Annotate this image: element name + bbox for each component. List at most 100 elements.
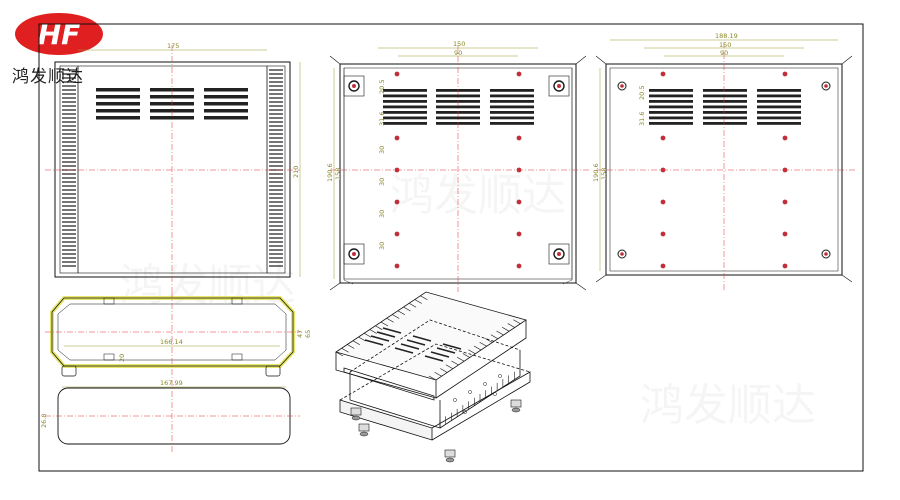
hole <box>824 252 828 256</box>
vent-slot <box>430 351 450 358</box>
dim-side-width: 167.99 <box>160 379 183 387</box>
vent-slot <box>436 347 456 354</box>
fin <box>352 340 361 346</box>
vent-slot <box>204 88 248 92</box>
vent-slot <box>649 105 693 109</box>
watermark-text: 鸿发顺达 <box>120 260 296 311</box>
vent-slot <box>757 116 801 120</box>
hole <box>453 398 457 402</box>
fin <box>341 347 349 353</box>
exploded-view <box>335 291 531 463</box>
vent-slot <box>400 343 420 350</box>
hole <box>660 199 666 205</box>
hole <box>620 84 624 88</box>
fin <box>513 319 521 325</box>
iso-fins <box>335 295 521 381</box>
fin <box>462 353 470 358</box>
section-view: 166.14 47 65 20 <box>45 292 312 380</box>
vent-slot <box>649 89 693 92</box>
fin <box>414 299 422 304</box>
hole <box>468 390 472 394</box>
fin <box>456 356 465 362</box>
vent-slot <box>490 116 534 120</box>
vent-slot <box>757 105 801 109</box>
fin <box>507 323 515 328</box>
dim-top-offset-b: 31.6 <box>378 112 386 126</box>
fin <box>468 349 476 355</box>
fin <box>445 364 454 370</box>
vent-slot <box>382 327 402 334</box>
dim-top-height-b: 158 <box>334 168 342 180</box>
hole <box>394 231 400 237</box>
foot-hole <box>352 252 356 256</box>
vent-slot <box>490 105 534 109</box>
vent-slot <box>383 111 427 114</box>
vent-slot <box>757 89 801 92</box>
foot-base <box>445 457 455 463</box>
dim-top-width: 150 <box>453 40 465 48</box>
vent-slot <box>364 339 384 346</box>
fin <box>420 295 428 301</box>
vent-slot <box>150 109 194 113</box>
dim-section-width: 166.14 <box>160 338 183 346</box>
vent-slot <box>383 89 427 92</box>
vent-slot <box>96 102 140 106</box>
dim-pitch: 30 <box>378 242 386 250</box>
vent-slot <box>376 331 396 338</box>
foot-ring <box>348 248 360 260</box>
vent-slot <box>649 100 693 103</box>
fin <box>428 375 437 381</box>
watermark-layer: 鸿发顺达 鸿发顺达 鸿发顺达 <box>120 170 816 431</box>
fin <box>392 314 400 319</box>
vent-slot <box>436 105 480 109</box>
foot <box>444 449 456 458</box>
dim-top-inner: 90 <box>454 49 462 57</box>
fin <box>440 368 448 373</box>
vent-slot <box>383 100 427 103</box>
foot-ring <box>348 80 360 92</box>
vent-slot <box>96 88 140 92</box>
foot <box>358 423 370 432</box>
vent-slot <box>703 100 747 103</box>
front-fins-right <box>269 69 283 267</box>
foot <box>510 399 522 408</box>
hole <box>782 231 788 237</box>
vent-slot <box>757 100 801 103</box>
dim-bottom-width: 188.19 <box>715 32 738 40</box>
vent-slot <box>383 94 427 98</box>
foot-pad <box>548 75 570 97</box>
vent-slot <box>703 122 747 125</box>
vent-slot <box>394 347 414 354</box>
vent-slot <box>436 116 480 120</box>
fin <box>408 302 417 308</box>
vent-slot <box>490 111 534 114</box>
vent-slot <box>96 109 140 113</box>
fin <box>501 326 510 332</box>
vent-slot <box>490 100 534 103</box>
fin <box>451 360 459 366</box>
iso-vents <box>364 327 462 362</box>
vent-slot <box>96 95 140 99</box>
hole <box>516 71 522 77</box>
foot <box>350 407 362 416</box>
dim-top-offset-a: 20.5 <box>378 80 386 94</box>
hole <box>782 71 788 77</box>
vent-slot <box>490 94 534 98</box>
vent-slot <box>204 102 248 106</box>
vent-slot <box>703 111 747 114</box>
hole <box>620 252 624 256</box>
dim-section-h1: 47 <box>296 330 304 338</box>
foot-base <box>511 407 521 413</box>
dim-front-height: 210 <box>292 166 300 178</box>
foot-base <box>359 431 369 437</box>
vent-slot <box>649 122 693 125</box>
fin <box>386 317 394 323</box>
side-view: 167.99 26.8 <box>40 379 300 452</box>
vent-slot <box>412 335 432 342</box>
fin <box>490 334 499 340</box>
hole <box>394 199 400 205</box>
vent-slot <box>649 111 693 114</box>
bottom-view: 188.19 150 90 190.6 158 20.5 31.6 <box>592 32 856 290</box>
